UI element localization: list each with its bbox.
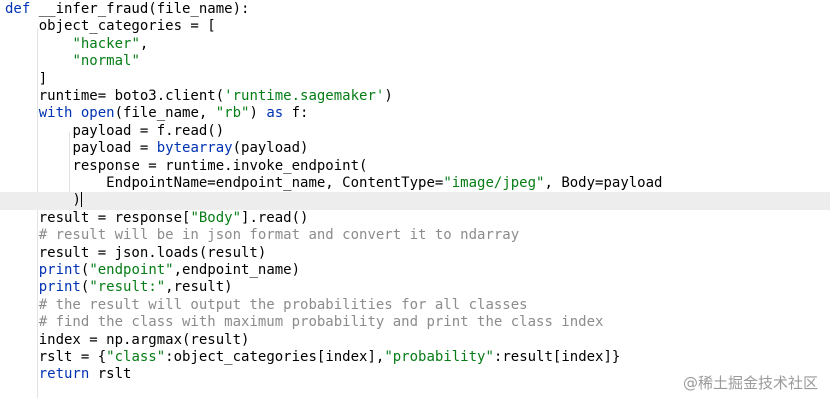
code-token: as [266,105,292,122]
code-line[interactable]: "hacker", [0,36,830,53]
code-token: "class" [106,349,166,365]
code-token: ) [249,105,267,122]
code-token: open [80,105,115,122]
code-line[interactable]: print("result:",result) [0,279,830,296]
code-token: , Body=payload [544,175,663,191]
code-line-content: payload = f.read() [72,123,224,140]
code-line[interactable]: runtime= boto3.client('runtime.sagemaker… [0,88,830,105]
code-token: "rb" [215,105,250,122]
code-line[interactable]: response = runtime.invoke_endpoint( [0,158,830,175]
code-line-content: ) [72,192,82,209]
code-token: # the result will output the probabiliti… [38,296,528,313]
code-line-content: return rslt [39,366,132,383]
code-line[interactable]: EndpointName=endpoint_name, ContentType=… [0,175,830,192]
text-caret [80,192,82,208]
code-token: "image/jpeg" [443,175,545,191]
code-token: ( [80,279,90,296]
code-token: response = runtime.invoke_endpoint( [72,157,368,174]
code-line[interactable]: rslt = {"class":object_categories[index]… [0,349,830,366]
code-line-content: print("endpoint",endpoint_name) [39,262,300,279]
code-token: "normal" [72,53,140,70]
code-line-content: result = response["Body"].read() [39,210,309,227]
code-token: print [38,262,81,278]
code-token: # find the class with maximum probabilit… [38,314,604,331]
code-token: rslt [97,366,132,383]
code-token: __infer_fraud(file_name): [38,1,250,17]
code-token: runtime= boto3.client( [38,88,225,104]
code-line[interactable]: # find the class with maximum probabilit… [0,314,830,331]
code-line-content: EndpointName=endpoint_name, ContentType=… [106,175,662,192]
code-token: with [38,105,81,122]
code-token: f: [291,105,309,122]
code-token: (payload) [232,140,309,157]
code-token: :result[index]} [493,349,621,365]
code-token: print [38,279,81,296]
code-line-content: payload = bytearray(payload) [72,140,308,157]
code-token: ) [384,88,393,104]
code-line-content: runtime= boto3.client('runtime.sagemaker… [39,88,393,105]
code-line[interactable]: return rslt [0,366,830,383]
indent-guide [69,132,70,220]
code-token: result = response[ [38,209,191,226]
code-token: def [5,1,39,17]
code-token: "hacker" [72,35,140,52]
code-line-content: ] [39,71,47,88]
code-token: "probability" [384,349,494,365]
code-token: index = np.argmax(result) [38,331,250,348]
code-line-content: result = json.loads(result) [39,245,267,262]
code-token: (file_name, [114,105,216,122]
code-token: ].read() [241,209,309,226]
code-line-content: rslt = {"class":object_categories[index]… [39,349,621,366]
code-token: "Body" [190,209,242,226]
indent-guide [37,28,38,398]
code-token: ( [80,262,90,278]
code-line[interactable]: with open(file_name, "rb") as f: [0,105,830,122]
code-token: payload = f.read() [72,122,225,139]
code-line-content: "hacker", [72,36,148,53]
code-line-content: # the result will output the probabiliti… [39,297,528,314]
code-token: :object_categories[index], [165,349,385,365]
code-token: bytearray [156,140,233,157]
code-token: 'runtime.sagemaker' [224,88,385,104]
code-line-content: # find the class with maximum probabilit… [39,314,604,331]
code-token: ,result) [165,279,233,296]
code-token: payload = [72,140,157,157]
code-line[interactable]: ] [0,71,830,88]
code-token: EndpointName=endpoint_name, ContentType= [106,175,444,191]
code-line-content: "normal" [72,53,139,70]
code-line[interactable]: # result will be in json format and conv… [0,227,830,244]
code-token: rslt = { [38,349,107,365]
code-line-content: with open(file_name, "rb") as f: [39,105,309,122]
code-line-content: print("result:",result) [39,279,233,296]
watermark: @稀土掘金技术社区 [682,374,818,392]
code-line[interactable]: # the result will output the probabiliti… [0,297,830,314]
code-token: "endpoint" [89,262,174,278]
code-line-content: def __infer_fraud(file_name): [5,1,249,18]
code-line-content: # result will be in json format and conv… [39,227,519,244]
code-line[interactable]: "normal" [0,53,830,70]
code-line[interactable]: print("endpoint",endpoint_name) [0,262,830,279]
code-token: result = json.loads(result) [38,244,267,261]
code-line[interactable]: result = response["Body"].read() [0,210,830,227]
code-token: , [139,35,149,52]
code-line[interactable]: payload = f.read() [0,123,830,140]
code-line[interactable]: def __infer_fraud(file_name): [0,1,830,18]
code-token: ) [72,192,81,209]
code-token: "result:" [89,279,166,296]
code-line-content: response = runtime.invoke_endpoint( [72,158,367,175]
code-line[interactable]: index = np.argmax(result) [0,332,830,349]
code-token: # result will be in json format and conv… [38,227,520,244]
current-code-line[interactable]: ) [0,192,830,210]
code-token: object_categories = [ [38,18,216,35]
code-token: ,endpoint_name) [173,262,301,278]
code-token: return [38,366,98,383]
code-line[interactable]: result = json.loads(result) [0,245,830,262]
code-line[interactable]: object_categories = [ [0,18,830,35]
code-token: ] [38,70,48,87]
code-line[interactable]: payload = bytearray(payload) [0,140,830,157]
code-line-content: index = np.argmax(result) [39,332,250,349]
code-line-content: object_categories = [ [39,18,216,35]
